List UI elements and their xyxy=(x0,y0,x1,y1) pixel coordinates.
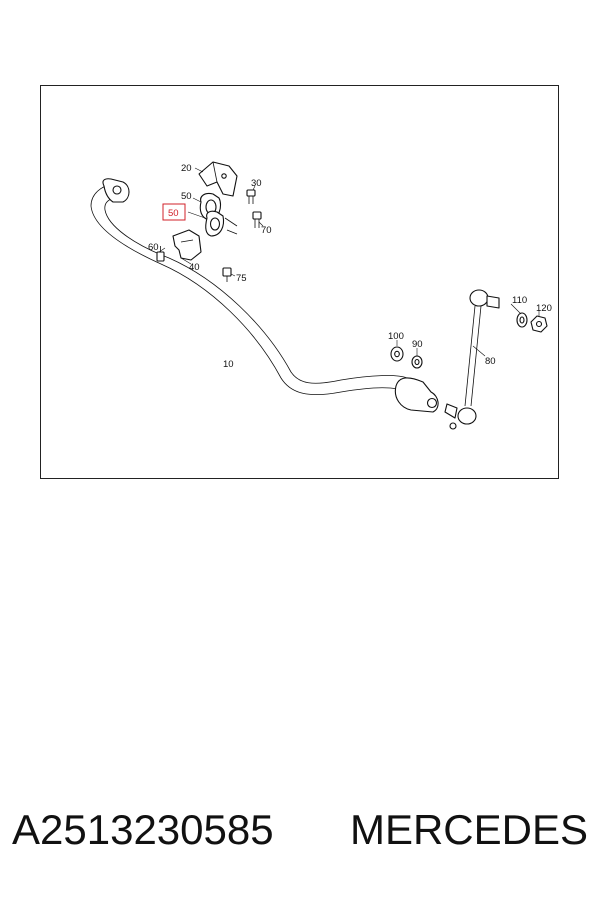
bolt-part-75 xyxy=(222,267,232,282)
callout-40: 40 xyxy=(189,262,200,273)
callout-100: 100 xyxy=(388,331,404,342)
callout-20: 20 xyxy=(181,163,192,174)
leader-lines xyxy=(158,167,540,357)
callout-75: 75 xyxy=(236,273,247,284)
part-number: A2513230585 xyxy=(12,806,274,853)
callout-50-top: 50 xyxy=(181,191,192,202)
callout-120: 120 xyxy=(536,303,552,314)
callout-50-highlight: 50 xyxy=(168,208,179,219)
brand-name: MERCEDES xyxy=(349,806,588,853)
callout-90: 90 xyxy=(412,339,423,350)
stabilizer-bar-diagram: 20 30 50 50 60 40 70 75 10 100 90 80 110… xyxy=(90,161,552,430)
callout-50-highlight-box: 50 xyxy=(162,203,186,221)
stabilizer-bar-part-10 xyxy=(90,178,439,413)
stabilizer-link-part-80 xyxy=(444,289,500,430)
bolt-part-70 xyxy=(252,211,262,228)
washer-part-90 xyxy=(411,355,423,369)
callout-110: 110 xyxy=(512,295,527,306)
callout-70: 70 xyxy=(261,225,272,236)
bracket-part-20 xyxy=(198,161,238,197)
parts-diagram-frame: 20 30 50 50 60 40 70 75 10 100 90 80 110… xyxy=(40,85,559,479)
nut-part-120 xyxy=(530,315,548,333)
nut-part-100 xyxy=(390,346,404,362)
callout-10: 10 xyxy=(223,359,234,370)
washer-part-110 xyxy=(516,312,528,328)
callout-30: 30 xyxy=(251,178,262,189)
callout-80: 80 xyxy=(485,356,496,367)
clamp-part-40 xyxy=(172,229,202,261)
callout-60: 60 xyxy=(148,242,159,253)
bushing-part-50-highlight xyxy=(205,210,238,237)
bolt-part-30 xyxy=(246,189,256,204)
product-caption: A2513230585 MERCEDES xyxy=(0,800,600,860)
